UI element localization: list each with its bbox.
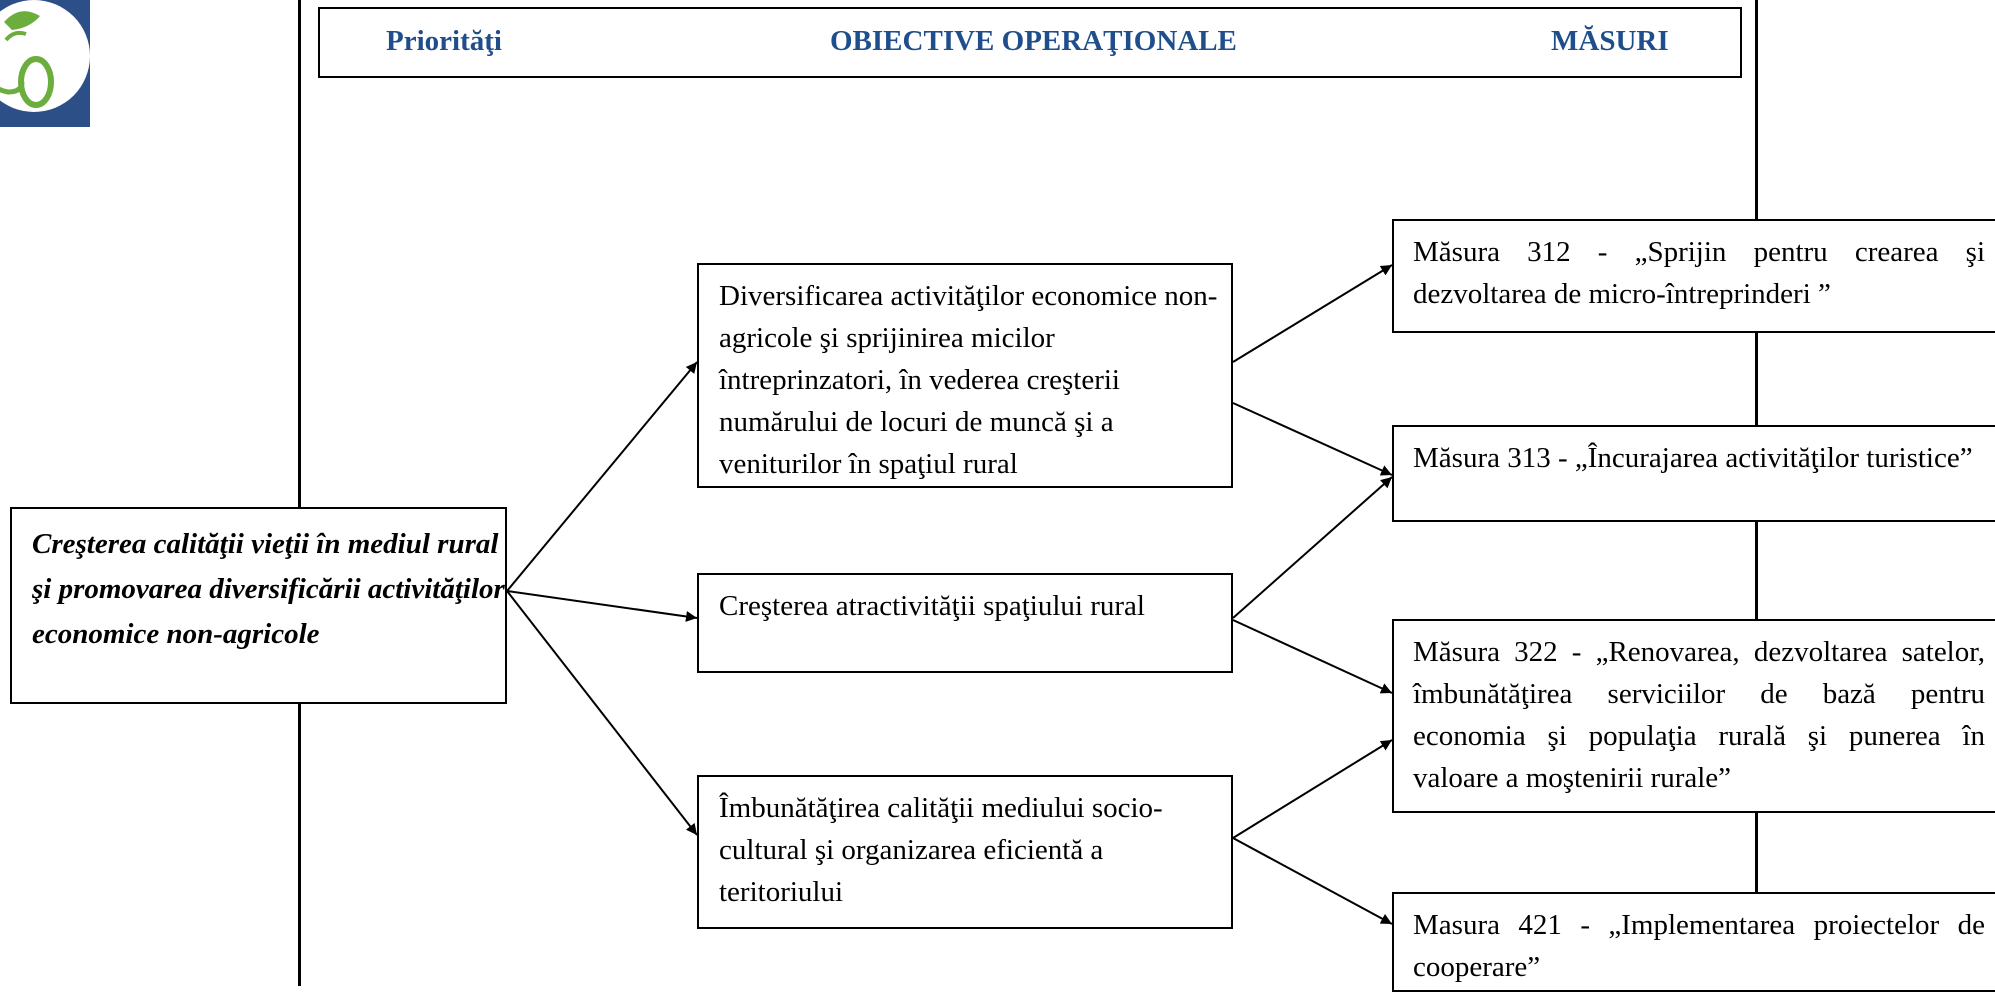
column-header-bar: Priorităţi OBIECTIVE OPERAŢIONALE MĂSURI xyxy=(318,7,1742,78)
arrow-objective-1-to-measure-312 xyxy=(1232,264,1393,363)
measure-box-322: Măsura 322 - „Renovarea, dezvoltarea sat… xyxy=(1392,619,1995,813)
arrow-objective-2-to-measure-313 xyxy=(1232,476,1393,619)
objective-box-1: Diversificarea activităţilor economice n… xyxy=(697,263,1233,488)
objective-box-2: Creşterea atractivităţii spaţiului rural xyxy=(697,573,1233,673)
arrow-objective-3-to-measure-322 xyxy=(1232,739,1393,839)
header-objectives: OBIECTIVE OPERAŢIONALE xyxy=(830,25,1237,57)
arrow-objective-2-to-measure-322 xyxy=(1232,619,1393,694)
arrow-objective-3-to-measure-421 xyxy=(1232,837,1393,925)
header-measures: MĂSURI xyxy=(1551,25,1669,57)
priority-box: Creşterea calităţii vieţii în mediul rur… xyxy=(10,507,507,704)
objective-box-3: Îmbunătăţirea calităţii mediului socio-c… xyxy=(697,775,1233,929)
header-priorities: Priorităţi xyxy=(386,25,502,57)
arrow-priority-to-objective-1 xyxy=(506,361,698,592)
arrow-priority-to-objective-3 xyxy=(506,590,698,836)
arrow-priority-to-objective-2 xyxy=(506,590,698,622)
logo xyxy=(0,0,90,127)
measure-box-312: Măsura 312 - „Sprijin pentru crearea şi … xyxy=(1392,219,1995,333)
tree-logo-icon xyxy=(0,11,54,108)
left-vertical-rule xyxy=(298,0,301,986)
measure-box-421: Masura 421 - „Implementarea proiectelor … xyxy=(1392,892,1995,992)
measure-box-313: Măsura 313 - „Încurajarea activităţilor … xyxy=(1392,425,1995,522)
arrow-objective-1-to-measure-313 xyxy=(1232,402,1393,476)
